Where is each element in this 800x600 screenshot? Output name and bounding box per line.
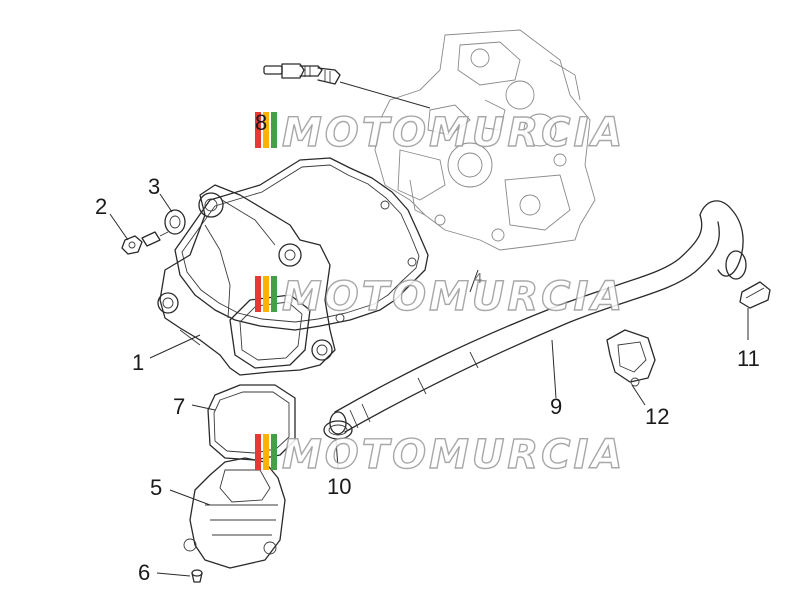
breather-hose <box>329 200 747 435</box>
callout-11: 11 <box>737 346 760 371</box>
watermark-text: MOTOMURCIA <box>282 110 625 156</box>
hose-clamp-small <box>323 420 353 440</box>
cylinder-head <box>374 29 596 251</box>
callout-7: 7 <box>173 394 185 419</box>
watermark-bottom: MOTOMURCIA <box>255 431 625 479</box>
callout-5: 5 <box>150 475 162 500</box>
callout-10: 10 <box>327 474 351 499</box>
watermark-text: MOTOMURCIA <box>282 432 625 478</box>
callout-labels: 1 2 3 4 5 6 7 8 9 10 11 12 <box>95 110 760 585</box>
bolt <box>191 569 203 583</box>
callout-3: 3 <box>148 174 160 199</box>
spark-plug <box>263 63 431 109</box>
callout-8: 8 <box>255 110 267 135</box>
callout-12: 12 <box>645 404 669 429</box>
callout-4: 4 <box>474 270 482 287</box>
hose-clamp <box>739 281 771 309</box>
callout-9: 9 <box>550 394 562 419</box>
hose-bracket <box>606 329 656 387</box>
callout-6: 6 <box>138 560 150 585</box>
callout-1: 1 <box>132 350 144 375</box>
watermark-top: MOTOMURCIA <box>255 109 625 157</box>
leader-lines <box>109 193 749 577</box>
breather-cover <box>183 457 286 569</box>
valve-cover <box>157 184 336 376</box>
sealing-washer <box>164 209 186 235</box>
callout-2: 2 <box>95 194 107 219</box>
screw <box>121 231 169 255</box>
watermark-text: MOTOMURCIA <box>282 274 625 320</box>
watermark-middle: MOTOMURCIA <box>255 273 625 321</box>
